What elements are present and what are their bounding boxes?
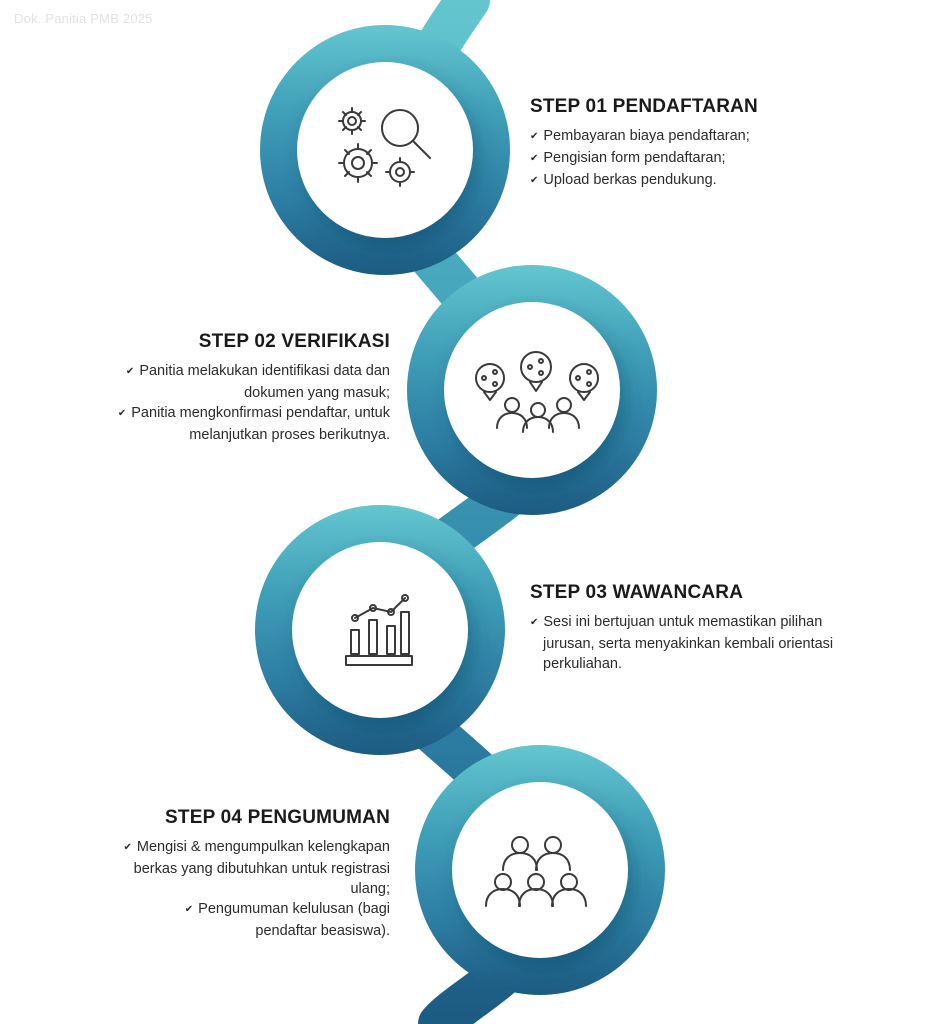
check-icon: ✔	[530, 153, 539, 164]
step-03: STEP 03 WAWANCARA ✔Sesi ini bertujuan un…	[530, 582, 875, 674]
step-03-title: STEP 03 WAWANCARA	[530, 582, 744, 603]
check-icon: ✔	[530, 175, 539, 186]
list-item: ✔Pengisian form pendaftaran;	[530, 150, 726, 166]
check-icon: ✔	[184, 904, 194, 915]
group-people-icon	[485, 836, 587, 907]
list-item: ✔Pembayaran biaya pendaftaran;	[530, 128, 750, 144]
check-icon: ✔	[125, 366, 135, 377]
step-04-list: ✔Mengisi & mengumpulkan kelengkapan berk…	[100, 837, 391, 941]
list-item: ✔Upload berkas pendukung.	[530, 172, 717, 188]
step-01: STEP 01 PENDAFTARAN ✔Pembayaran biaya pe…	[530, 96, 870, 192]
step-02: STEP 02 VERIFIKASI ✔Panitia melakukan id…	[30, 331, 390, 445]
step-04: STEP 04 PENGUMUMAN ✔Mengisi & mengumpulk…	[100, 807, 391, 941]
check-icon: ✔	[117, 408, 127, 419]
list-item: ✔Panitia mengkonfirmasi pendaftar, untuk…	[117, 405, 390, 443]
step-02-list: ✔Panitia melakukan identifikasi data dan…	[30, 361, 390, 445]
check-icon: ✔	[123, 842, 132, 853]
list-item: ✔Panitia melakukan identifikasi data dan…	[125, 363, 390, 401]
list-item: ✔Mengisi & mengumpulkan kelengkapan berk…	[123, 839, 391, 897]
growth-chart-icon	[345, 594, 413, 666]
step-04-title: STEP 04 PENGUMUMAN	[165, 807, 390, 828]
disc-step-04	[452, 782, 628, 958]
step-02-title: STEP 02 VERIFIKASI	[198, 331, 390, 352]
disc-step-02	[444, 302, 620, 478]
watermark: Dok. Panitia PMB 2025	[14, 11, 153, 26]
disc-step-01	[297, 62, 473, 238]
step-03-list: ✔Sesi ini bertujuan untuk memastikan pil…	[530, 612, 875, 674]
list-item: ✔Sesi ini bertujuan untuk memastikan pil…	[530, 614, 834, 672]
step-01-title: STEP 01 PENDAFTARAN	[530, 96, 758, 117]
team-share-icon	[475, 351, 599, 433]
check-icon: ✔	[530, 617, 539, 628]
list-item: ✔Pengumuman kelulusan (bagi pendaftar be…	[184, 901, 390, 939]
disc-step-03	[292, 542, 468, 718]
gears-magnifier-icon	[338, 107, 431, 187]
check-icon: ✔	[530, 131, 539, 142]
step-01-list: ✔Pembayaran biaya pendaftaran; ✔Pengisia…	[530, 126, 870, 192]
